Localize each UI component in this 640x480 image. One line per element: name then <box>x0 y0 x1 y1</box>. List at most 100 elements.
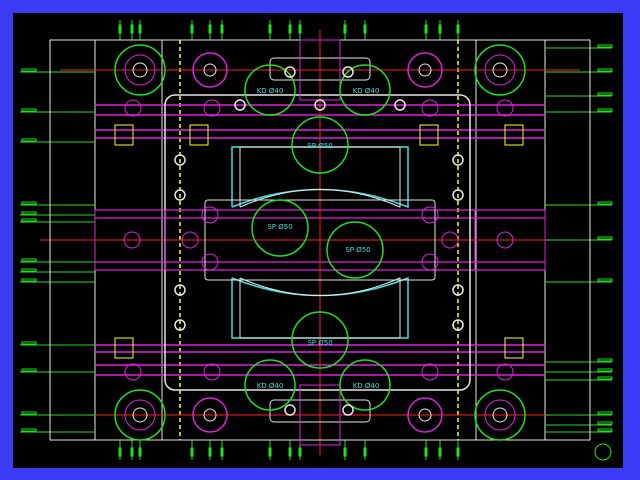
dim-text-mark <box>21 258 37 262</box>
pin-circle <box>418 63 432 77</box>
label-kd-bottom-right: KD Ø40 <box>353 382 380 390</box>
screw-circle <box>496 231 514 249</box>
dim-text-mark <box>21 268 37 272</box>
dim-text-mark <box>424 24 428 34</box>
dim-text-mark <box>268 24 272 34</box>
screw-circle <box>203 99 221 117</box>
dim-text-mark <box>597 201 613 205</box>
top-clamp <box>269 57 371 81</box>
screw-circle <box>421 99 439 117</box>
dim-text-mark <box>21 138 37 142</box>
guide-pillar-circle <box>474 44 526 96</box>
pin-circle <box>132 407 148 423</box>
dim-text-mark <box>138 447 142 457</box>
pin-circle <box>203 408 217 422</box>
cad-viewport[interactable]: KD Ø40 KD Ø40 SP Ø50 SP Ø50 SP Ø50 SP Ø5… <box>13 13 623 468</box>
dim-text-mark <box>208 24 212 34</box>
ejector-pin-circle <box>452 154 464 166</box>
guide-bush-circle <box>124 399 156 431</box>
dim-text-mark <box>288 24 292 34</box>
dim-text-mark <box>190 24 194 34</box>
screw-circle <box>181 231 199 249</box>
dim-text-mark <box>363 24 367 34</box>
label-sp-center-right: SP Ø50 <box>345 246 370 254</box>
kd-circle <box>339 64 391 116</box>
dim-text-mark <box>597 376 613 380</box>
label-sp-center-left: SP Ø50 <box>267 223 292 231</box>
side-block-right <box>474 209 546 271</box>
screw-circle <box>421 363 439 381</box>
kd-circle <box>244 359 296 411</box>
ejector-pin-circle <box>234 99 246 111</box>
pin-block <box>189 124 209 146</box>
dim-text-mark <box>597 368 613 372</box>
dim-text-mark <box>288 447 292 457</box>
dim-text-mark <box>298 24 302 34</box>
pin-circle <box>418 408 432 422</box>
cavity-inner <box>239 146 401 208</box>
ejector-pin-circle <box>314 99 326 111</box>
label-kd-bottom-left: KD Ø40 <box>257 382 284 390</box>
screw-circle <box>201 253 219 271</box>
label-sp-bottom: SP Ø50 <box>307 339 332 347</box>
screw-circle <box>441 231 459 249</box>
screw-circle <box>496 363 514 381</box>
guide-pillar-circle <box>474 389 526 441</box>
bolt-circle <box>407 397 443 433</box>
dim-text-mark <box>130 24 134 34</box>
ejector-pin-circle <box>342 404 354 416</box>
dim-text-mark <box>298 447 302 457</box>
dim-text-mark <box>456 447 460 457</box>
sp-circle <box>251 199 309 257</box>
pin-circle <box>132 62 148 78</box>
dim-text-mark <box>21 368 37 372</box>
dim-text-mark <box>21 108 37 112</box>
ejector-pin-circle <box>342 66 354 78</box>
pin-block <box>504 337 524 359</box>
dim-text-mark <box>597 421 613 425</box>
pin-block <box>114 124 134 146</box>
dim-text-mark <box>343 24 347 34</box>
dim-text-mark <box>597 428 613 432</box>
dim-text-mark <box>118 24 122 34</box>
sp-circle <box>326 221 384 279</box>
bolt-circle <box>407 52 443 88</box>
ejector-pin-circle <box>284 66 296 78</box>
ejector-pin-circle <box>452 284 464 296</box>
core-insert <box>204 199 436 281</box>
guide-pillar-circle <box>114 44 166 96</box>
side-block-left <box>94 209 166 271</box>
guide-pillar-circle <box>114 389 166 441</box>
dim-text-mark <box>363 447 367 457</box>
dim-text-mark <box>597 278 613 282</box>
dim-text-mark <box>21 341 37 345</box>
dim-text-mark <box>21 278 37 282</box>
bottom-clamp <box>269 399 371 423</box>
dim-text-mark <box>597 236 613 240</box>
screw-circle <box>421 253 439 271</box>
dim-text-mark <box>597 108 613 112</box>
kd-circle <box>339 359 391 411</box>
label-kd-top-left: KD Ø40 <box>257 87 284 95</box>
screw-circle <box>203 363 221 381</box>
bolt-circle <box>192 52 228 88</box>
pin-block <box>419 124 439 146</box>
mold-drawing: KD Ø40 KD Ø40 SP Ø50 SP Ø50 SP Ø50 SP Ø5… <box>20 20 613 461</box>
cavity-inner <box>239 277 401 339</box>
label-kd-top-right: KD Ø40 <box>353 87 380 95</box>
guide-bush-circle <box>484 54 516 86</box>
bolt-circle <box>192 397 228 433</box>
dim-text-mark <box>597 411 613 415</box>
dim-text-mark <box>21 201 37 205</box>
pin-circle <box>203 63 217 77</box>
dim-text-mark <box>138 24 142 34</box>
screw-circle <box>496 99 514 117</box>
pin-block <box>114 337 134 359</box>
dim-text-mark <box>21 68 37 72</box>
ejector-pin-circle <box>174 319 186 331</box>
dim-text-mark <box>424 447 428 457</box>
screw-circle <box>124 363 142 381</box>
dim-text-mark <box>268 447 272 457</box>
pin-circle <box>492 407 508 423</box>
ejector-pin-circle <box>284 404 296 416</box>
